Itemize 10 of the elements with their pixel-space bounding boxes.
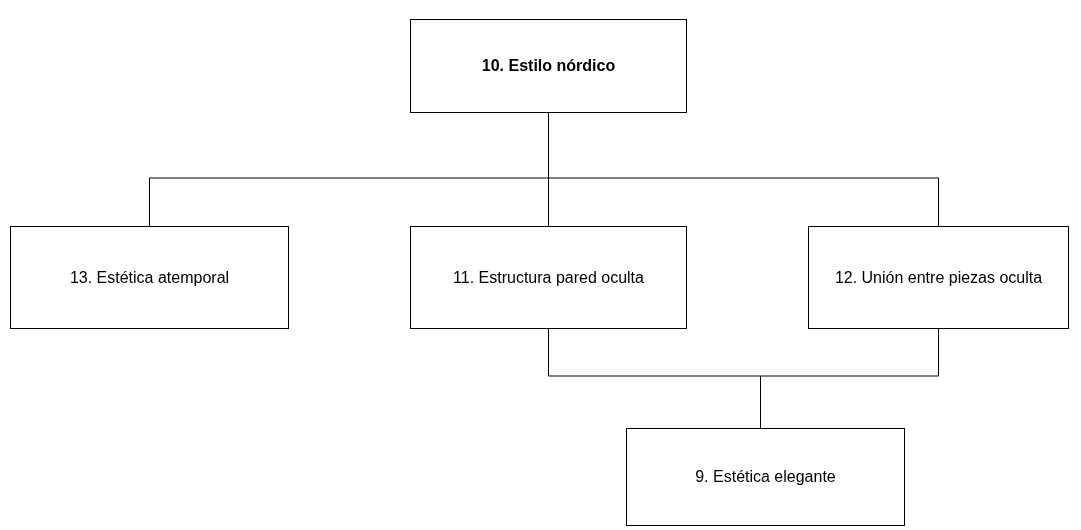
node-label: 9. Estética elegante: [695, 468, 836, 486]
process-box: [10, 226, 289, 329]
node-label: 12. Unión entre piezas oculta: [834, 268, 1043, 287]
node-label: 11. Estructura pared oculta: [453, 268, 644, 287]
node-label: 10. Estilo nórdico: [481, 57, 616, 75]
process-box: [410, 226, 687, 329]
process-box: [410, 19, 687, 113]
process-box: [808, 226, 1069, 329]
node-label: 13. Estética atemporal: [69, 268, 230, 287]
process-box: [626, 428, 905, 526]
